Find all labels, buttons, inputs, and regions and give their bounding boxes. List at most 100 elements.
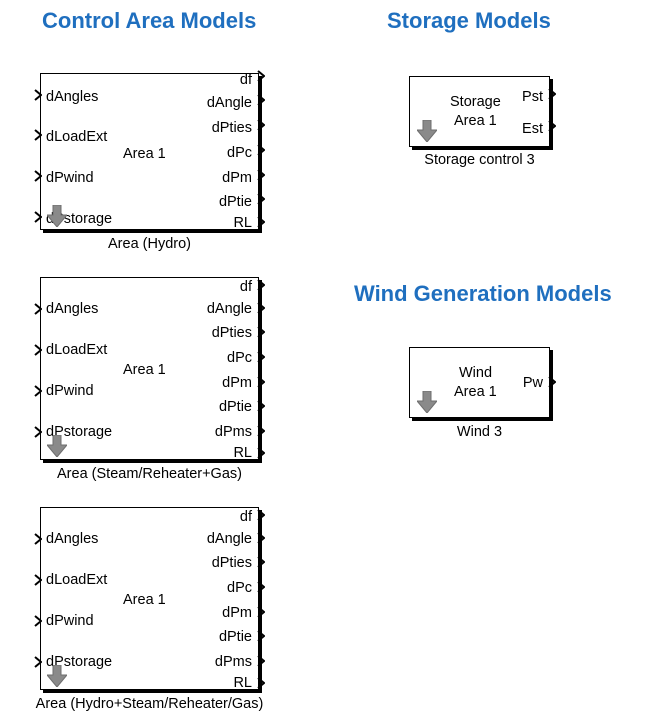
storage-title-label: Storage bbox=[450, 94, 501, 110]
output-label-df: df bbox=[239, 72, 252, 88]
input-label-dangles: dAngles bbox=[46, 89, 99, 105]
input-port[interactable] bbox=[34, 574, 42, 586]
block-center-label: Area 1 bbox=[123, 362, 166, 378]
input-port[interactable] bbox=[34, 615, 42, 627]
input-label-dloadext: dLoadExt bbox=[46, 129, 108, 145]
output-port[interactable] bbox=[257, 532, 265, 544]
output-port[interactable] bbox=[257, 581, 265, 593]
output-port[interactable] bbox=[257, 376, 265, 388]
block-caption-steam: Area (Steam/Reheater+Gas) bbox=[57, 466, 242, 482]
input-label-dangles: dAngles bbox=[46, 531, 99, 547]
input-port[interactable] bbox=[34, 426, 42, 438]
output-label-dangle: dAngle bbox=[206, 95, 252, 111]
output-port[interactable] bbox=[257, 400, 265, 412]
wind-block-caption: Wind 3 bbox=[456, 424, 503, 440]
output-label-rl: RL bbox=[233, 675, 252, 691]
output-port[interactable] bbox=[548, 120, 556, 132]
output-label-dangle: dAngle bbox=[206, 301, 252, 317]
output-label-dptie: dPtie bbox=[218, 194, 252, 210]
output-port[interactable] bbox=[257, 351, 265, 363]
area-mixed-block[interactable]: dAngles dLoadExt dPwind dPstorage Area 1… bbox=[40, 507, 259, 691]
output-label-rl: RL bbox=[233, 445, 252, 461]
output-port[interactable] bbox=[257, 630, 265, 642]
wind-title-label: Wind bbox=[459, 365, 493, 381]
input-port[interactable] bbox=[34, 129, 42, 141]
wind-generation-block[interactable]: Wind Area 1 Pw bbox=[409, 347, 550, 418]
block-center-label: Area 1 bbox=[123, 146, 166, 162]
input-label-dloadext: dLoadExt bbox=[46, 342, 108, 358]
output-port[interactable] bbox=[257, 425, 265, 437]
input-label-dpwind: dPwind bbox=[46, 383, 94, 399]
output-label-df: df bbox=[239, 279, 252, 295]
output-port[interactable] bbox=[257, 94, 265, 106]
input-port[interactable] bbox=[34, 385, 42, 397]
control-area-heading: Control Area Models bbox=[42, 8, 257, 33]
output-port[interactable] bbox=[257, 326, 265, 338]
output-label-rl: RL bbox=[233, 215, 252, 231]
down-arrow-icon bbox=[417, 120, 437, 142]
output-port[interactable] bbox=[257, 302, 265, 314]
output-port[interactable] bbox=[548, 376, 556, 388]
wind-area-label: Area 1 bbox=[454, 384, 497, 400]
output-port[interactable] bbox=[257, 193, 265, 205]
output-label-dptie: dPtie bbox=[218, 629, 252, 645]
output-port[interactable] bbox=[257, 556, 265, 568]
output-label-pw: Pw bbox=[522, 375, 543, 391]
output-label-dpc: dPc bbox=[227, 145, 252, 161]
output-port[interactable] bbox=[257, 677, 265, 689]
block-caption-mixed: Area (Hydro+Steam/Reheater/Gas) bbox=[35, 696, 264, 712]
input-port[interactable] bbox=[34, 656, 42, 668]
output-port[interactable] bbox=[257, 606, 265, 618]
output-label-est: Est bbox=[522, 121, 543, 137]
input-label-dloadext: dLoadExt bbox=[46, 572, 108, 588]
down-arrow-icon bbox=[417, 391, 437, 413]
input-port[interactable] bbox=[34, 211, 42, 223]
output-label-dpm: dPm bbox=[222, 170, 252, 186]
output-port[interactable] bbox=[257, 144, 265, 156]
output-label-dpties: dPties bbox=[211, 555, 252, 571]
input-port[interactable] bbox=[34, 303, 42, 315]
input-port[interactable] bbox=[34, 344, 42, 356]
output-port[interactable] bbox=[257, 70, 265, 82]
output-port[interactable] bbox=[257, 169, 265, 181]
output-label-dpms: dPms bbox=[214, 424, 252, 440]
block-caption-hydro: Area (Hydro) bbox=[108, 236, 191, 252]
storage-area-label: Area 1 bbox=[454, 113, 497, 129]
input-port[interactable] bbox=[34, 170, 42, 182]
area-hydro-block[interactable]: dAngles dLoadExt dPwind dPstorage Area 1… bbox=[40, 72, 259, 231]
output-label-dpc: dPc bbox=[227, 350, 252, 366]
input-port[interactable] bbox=[34, 89, 42, 101]
block-center-label: Area 1 bbox=[123, 592, 166, 608]
output-label-df: df bbox=[239, 509, 252, 525]
output-label-dpms: dPms bbox=[214, 654, 252, 670]
output-label-dangle: dAngle bbox=[206, 531, 252, 547]
output-port[interactable] bbox=[257, 509, 265, 521]
output-port[interactable] bbox=[257, 447, 265, 459]
output-port[interactable] bbox=[257, 216, 265, 228]
down-arrow-icon bbox=[47, 205, 67, 227]
area-steam-block[interactable]: dAngles dLoadExt dPwind dPstorage Area 1… bbox=[40, 277, 259, 461]
output-label-dpm: dPm bbox=[222, 375, 252, 391]
input-port[interactable] bbox=[34, 533, 42, 545]
output-label-dpc: dPc bbox=[227, 580, 252, 596]
output-port[interactable] bbox=[548, 88, 556, 100]
input-label-dpstorage: dPstorage bbox=[46, 654, 113, 670]
output-label-dpm: dPm bbox=[222, 605, 252, 621]
output-label-dptie: dPtie bbox=[218, 399, 252, 415]
down-arrow-icon bbox=[47, 665, 67, 687]
storage-control-block[interactable]: Storage Area 1 Pst Est bbox=[409, 76, 550, 147]
output-port[interactable] bbox=[257, 655, 265, 667]
output-label-dpties: dPties bbox=[211, 120, 252, 136]
output-label-dpties: dPties bbox=[211, 325, 252, 341]
input-label-dangles: dAngles bbox=[46, 301, 99, 317]
input-label-dpwind: dPwind bbox=[46, 170, 94, 186]
storage-block-caption: Storage control 3 bbox=[424, 152, 535, 168]
output-port[interactable] bbox=[257, 279, 265, 291]
output-port[interactable] bbox=[257, 119, 265, 131]
input-label-dpstorage: dPstorage bbox=[46, 424, 113, 440]
down-arrow-icon bbox=[47, 435, 67, 457]
wind-heading: Wind Generation Models bbox=[354, 281, 612, 306]
output-label-pst: Pst bbox=[522, 89, 543, 105]
storage-heading: Storage Models bbox=[387, 8, 551, 33]
input-label-dpwind: dPwind bbox=[46, 613, 94, 629]
